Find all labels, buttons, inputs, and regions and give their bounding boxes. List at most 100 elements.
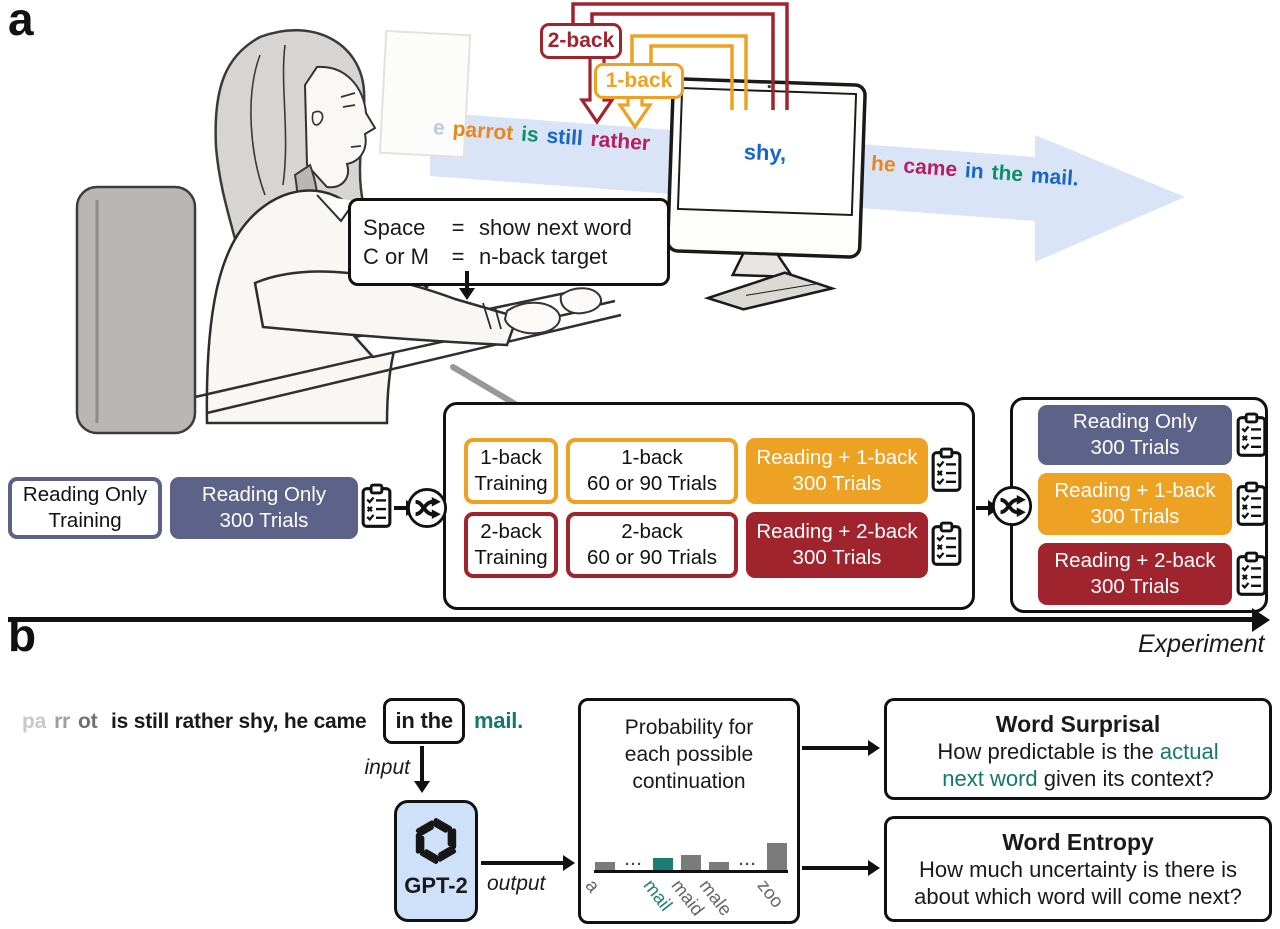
flow-2back-training: 2-back Training: [464, 512, 558, 578]
input-label: input: [364, 756, 410, 779]
output-label: output: [487, 872, 546, 895]
legend-pointer-arrow: [459, 271, 475, 300]
ear: [311, 110, 324, 126]
model-name: GPT-2: [404, 873, 468, 898]
panel-b-label: b: [8, 609, 37, 661]
chart-bar-male: male: [695, 862, 737, 920]
word-entropy-box: Word Entropy How much uncertainty is the…: [884, 816, 1272, 922]
phrase: How predictable is the: [937, 739, 1160, 764]
flow-arrow-1: [394, 500, 418, 516]
surprisal-arrow: [802, 740, 880, 756]
experiment-timeline-arrow: [8, 607, 1270, 632]
hand: [503, 301, 561, 335]
final-reading-2back-300: Reading + 2-back 300 Trials: [1038, 543, 1232, 605]
flow-1back-trials: 1-back 60 or 90 Trials: [566, 438, 738, 504]
shuffle-icon-2: [991, 485, 1033, 527]
phrase: next word: [942, 766, 1038, 791]
output-arrow: [481, 855, 575, 871]
panel-a-label: a: [8, 0, 34, 45]
entropy-title: Word Entropy: [1002, 829, 1154, 855]
bar: [653, 858, 673, 870]
legend-eq-2: =: [451, 244, 465, 269]
word: parrot: [451, 117, 515, 145]
word: is still rather shy, he came: [105, 710, 367, 733]
word: pa: [22, 710, 47, 733]
clipboard-icon: [1236, 412, 1267, 458]
monitor: [666, 77, 867, 311]
final-reading-1back-300: Reading + 1-back 300 Trials: [1038, 473, 1232, 535]
reader-illustration: [75, 28, 622, 435]
next-word: mail.: [473, 708, 524, 733]
final-reading-300: Reading Only 300 Trials: [1038, 405, 1232, 465]
one-back-label: 1-back: [594, 63, 684, 99]
entropy-line2: about which word will come next?: [914, 884, 1242, 909]
word: rr: [54, 710, 71, 733]
clipboard-icon: [931, 447, 962, 493]
flow-reading-1back-300: Reading + 1-back 300 Trials: [746, 438, 928, 504]
paper-sheet: [378, 29, 472, 159]
word: the: [990, 161, 1024, 187]
boxed-input-words: in the: [383, 698, 465, 744]
openai-logo-icon: [409, 814, 463, 868]
legend-eq-1: =: [451, 215, 465, 240]
legend-key-2: C or M: [363, 244, 429, 269]
word: in: [964, 159, 985, 184]
one-back-arrow: [616, 95, 654, 130]
nback-block-container: [443, 402, 975, 610]
surprisal-line2: next word given its context?: [887, 765, 1269, 792]
flow-arrow-2: [976, 500, 1000, 516]
surprisal-title: Word Surprisal: [995, 711, 1161, 737]
word-surprisal-box: Word Surprisal How predictable is the ac…: [884, 698, 1272, 800]
phrase: actual: [1159, 739, 1219, 764]
bar: [595, 862, 615, 870]
bar-label: male: [695, 875, 737, 920]
word: e: [432, 116, 446, 140]
hand-right: [559, 287, 602, 315]
camera-dot: [767, 84, 771, 89]
chart-ellipsis: ···: [625, 856, 643, 873]
flow-reading-2back-300: Reading + 2-back 300 Trials: [746, 512, 928, 578]
flow-reading-300: Reading Only 300 Trials: [170, 477, 358, 539]
clipboard-icon: [1236, 551, 1267, 597]
chair-back: [75, 185, 197, 435]
timeline-label: Experiment: [1138, 630, 1265, 658]
arm: [253, 270, 519, 347]
chart-bar-a: a: [581, 862, 616, 896]
probability-title: Probability for each possible continuati…: [624, 716, 754, 793]
word: he: [870, 152, 897, 177]
legend-key-1: Space: [363, 215, 426, 240]
legend-val-1: show next word: [479, 215, 632, 240]
entropy-arrow: [802, 860, 880, 876]
legend-val-2: n-back target: [479, 244, 608, 269]
gpt2-model-box: GPT-2: [394, 800, 478, 922]
monitor-screen: [676, 86, 858, 217]
phrase: given its context?: [1037, 766, 1214, 791]
word: came: [902, 154, 958, 182]
flow-2back-trials: 2-back 60 or 90 Trials: [566, 512, 738, 578]
entropy-line1: How much uncertainty is there is: [919, 857, 1237, 882]
clipboard-icon: [361, 483, 392, 529]
shuffle-icon-1: [406, 487, 448, 529]
surprisal-line1: How predictable is the actual: [887, 738, 1269, 765]
bar-label: zoo: [753, 875, 789, 912]
word: ot: [78, 710, 98, 733]
probability-box: Probability for each possible continuati…: [578, 698, 800, 924]
bar-label: a: [581, 875, 605, 897]
key-legend: Space = show next word C or M = n-back t…: [348, 198, 670, 286]
chart-bar-zoo: zoo: [753, 843, 788, 911]
nback-pipes: [571, 2, 789, 130]
input-arrow: [414, 746, 430, 793]
chart-bar-mail: mail: [639, 858, 677, 915]
flow-reading-training: Reading Only Training: [8, 477, 162, 539]
chart-ellipsis: ···: [739, 856, 757, 873]
clipboard-icon: [1236, 481, 1267, 527]
word: mail.: [1030, 164, 1080, 191]
flow-1back-training: 1-back Training: [464, 438, 558, 504]
two-back-label: 2-back: [540, 23, 622, 59]
clipboard-icon: [931, 521, 962, 567]
bar: [767, 843, 787, 870]
